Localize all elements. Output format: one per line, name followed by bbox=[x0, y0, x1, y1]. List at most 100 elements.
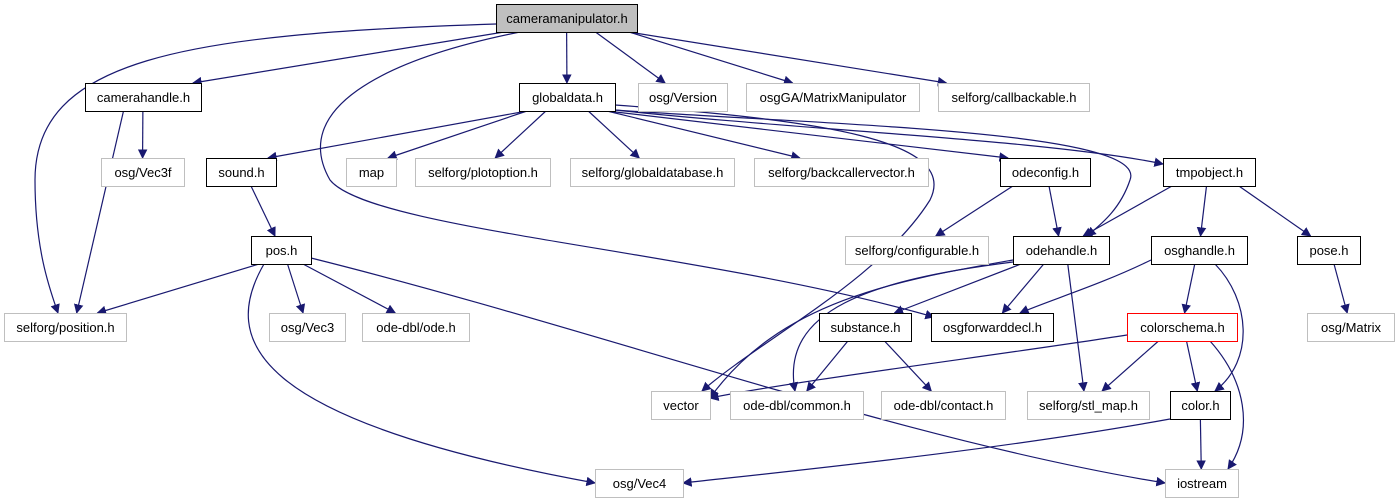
node-box-osgMatrix bbox=[1307, 313, 1395, 342]
edge-camerahandle-to-position bbox=[73, 110, 125, 314]
node-box-substance bbox=[819, 313, 912, 342]
edge-osghandle-to-osgforwarddecl bbox=[1019, 259, 1152, 314]
node-osgGAMatrixManipulator: osgGA/MatrixManipulator bbox=[746, 83, 920, 112]
edge-cameramanipulator-to-camerahandle bbox=[192, 31, 505, 87]
edge-pose-to-osgMatrix bbox=[1333, 263, 1350, 314]
node-label-osgforwarddecl: osgforwarddecl.h bbox=[943, 320, 1042, 335]
node-box-globaldatabase bbox=[570, 158, 735, 187]
edge-globaldata-to-odeconfig bbox=[606, 110, 1009, 162]
edge-odehandle-to-common bbox=[788, 261, 1014, 392]
node-osgforwarddecl[interactable]: osgforwarddecl.h bbox=[931, 313, 1054, 342]
node-box-tmpobject bbox=[1163, 158, 1256, 187]
node-stlmap: selforg/stl_map.h bbox=[1027, 391, 1150, 420]
edge-globaldata-to-vector bbox=[614, 104, 935, 392]
edge-cameramanipulator-to-callbackable bbox=[628, 31, 948, 87]
edge-globaldata-to-tmpobject bbox=[614, 109, 1164, 167]
node-box-vec4 bbox=[595, 469, 684, 498]
node-label-vec4: osg/Vec4 bbox=[613, 476, 667, 491]
node-colorschema[interactable]: colorschema.h bbox=[1127, 313, 1238, 342]
edge-odeconfig-to-odehandle bbox=[1048, 185, 1062, 237]
node-odehandle[interactable]: odehandle.h bbox=[1013, 236, 1110, 265]
node-box-odedbl_ode bbox=[362, 313, 470, 342]
node-color[interactable]: color.h bbox=[1170, 391, 1231, 420]
edge-color-to-vec4 bbox=[682, 418, 1171, 487]
node-box-configurable bbox=[845, 236, 989, 265]
node-box-camerahandle bbox=[85, 83, 202, 112]
node-box-sound bbox=[206, 158, 277, 187]
edges-layer bbox=[34, 23, 1350, 487]
node-osgMatrix: osg/Matrix bbox=[1307, 313, 1395, 342]
edge-colorschema-to-iostream bbox=[1209, 340, 1245, 470]
node-label-odehandle: odehandle.h bbox=[1026, 243, 1098, 258]
node-substance[interactable]: substance.h bbox=[819, 313, 912, 342]
node-box-map bbox=[346, 158, 397, 187]
edge-tmpobject-to-odehandle bbox=[1082, 185, 1173, 237]
node-box-plotoption bbox=[415, 158, 551, 187]
edge-pos-to-vec3 bbox=[286, 263, 306, 314]
node-label-substance: substance.h bbox=[830, 320, 900, 335]
node-map: map bbox=[346, 158, 397, 187]
node-label-backcallervector: selforg/backcallervector.h bbox=[768, 165, 915, 180]
node-cameramanipulator[interactable]: cameramanipulator.h bbox=[496, 4, 638, 33]
edge-globaldata-to-sound bbox=[267, 110, 528, 162]
node-box-vec3f bbox=[101, 158, 185, 187]
edge-cameramanipulator-to-position bbox=[34, 23, 497, 314]
node-position: selforg/position.h bbox=[4, 313, 127, 342]
node-label-plotoption: selforg/plotoption.h bbox=[428, 165, 538, 180]
edge-pos-to-position bbox=[96, 263, 260, 316]
node-iostream: iostream bbox=[1165, 469, 1239, 498]
node-callbackable: selforg/callbackable.h bbox=[938, 83, 1090, 112]
node-box-vector bbox=[651, 391, 711, 420]
node-label-callbackable: selforg/callbackable.h bbox=[951, 90, 1076, 105]
edge-osghandle-to-colorschema bbox=[1181, 263, 1196, 314]
edge-cameramanipulator-to-osgforwarddecl bbox=[319, 31, 935, 320]
node-box-osgforwarddecl bbox=[931, 313, 1054, 342]
edge-sound-to-pos bbox=[250, 185, 276, 237]
edge-osghandle-to-color bbox=[1214, 263, 1244, 392]
node-odedbl_ode: ode-dbl/ode.h bbox=[362, 313, 470, 342]
edge-odehandle-to-osgforwarddecl bbox=[1001, 263, 1045, 314]
node-label-position: selforg/position.h bbox=[16, 320, 114, 335]
edge-globaldata-to-map bbox=[387, 110, 528, 160]
edge-substance-to-contact bbox=[884, 340, 932, 392]
node-box-contact bbox=[881, 391, 1006, 420]
edge-odehandle-to-substance bbox=[893, 263, 1022, 315]
edge-pos-to-iostream bbox=[310, 257, 1166, 487]
node-vec3: osg/Vec3 bbox=[269, 313, 346, 342]
node-label-sound: sound.h bbox=[218, 165, 264, 180]
node-globaldata[interactable]: globaldata.h bbox=[519, 83, 616, 112]
node-tmpobject[interactable]: tmpobject.h bbox=[1163, 158, 1256, 187]
node-pos[interactable]: pos.h bbox=[251, 236, 312, 265]
edge-globaldata-to-globaldatabase bbox=[587, 110, 640, 159]
node-box-osghandle bbox=[1151, 236, 1248, 265]
node-box-backcallervector bbox=[754, 158, 929, 187]
node-label-vector: vector bbox=[663, 398, 699, 413]
node-box-odehandle bbox=[1013, 236, 1110, 265]
node-label-colorschema: colorschema.h bbox=[1140, 320, 1225, 335]
edge-tmpobject-to-osghandle bbox=[1196, 185, 1208, 237]
node-vector: vector bbox=[651, 391, 711, 420]
node-label-osgVersion: osg/Version bbox=[649, 90, 717, 105]
node-box-colorschema bbox=[1127, 313, 1238, 342]
node-camerahandle[interactable]: camerahandle.h bbox=[85, 83, 202, 112]
node-sound[interactable]: sound.h bbox=[206, 158, 277, 187]
node-box-common bbox=[730, 391, 864, 420]
edge-globaldata-to-backcallervector bbox=[606, 110, 801, 161]
node-vec3f: osg/Vec3f bbox=[101, 158, 185, 187]
edge-colorschema-to-vector bbox=[709, 334, 1128, 402]
node-label-configurable: selforg/configurable.h bbox=[855, 243, 979, 258]
edge-globaldata-to-plotoption bbox=[494, 110, 547, 159]
edge-pos-to-odedbl_ode bbox=[302, 263, 397, 314]
edge-cameramanipulator-to-osgGAMatrixManipulator bbox=[628, 31, 794, 86]
node-label-color: color.h bbox=[1181, 398, 1219, 413]
node-box-color bbox=[1170, 391, 1231, 420]
node-box-pos bbox=[251, 236, 312, 265]
node-vec4: osg/Vec4 bbox=[595, 469, 684, 498]
node-label-odeconfig: odeconfig.h bbox=[1012, 165, 1079, 180]
node-pose[interactable]: pose.h bbox=[1297, 236, 1361, 265]
node-label-osghandle: osghandle.h bbox=[1164, 243, 1235, 258]
node-osghandle[interactable]: osghandle.h bbox=[1151, 236, 1248, 265]
node-odeconfig[interactable]: odeconfig.h bbox=[1000, 158, 1091, 187]
